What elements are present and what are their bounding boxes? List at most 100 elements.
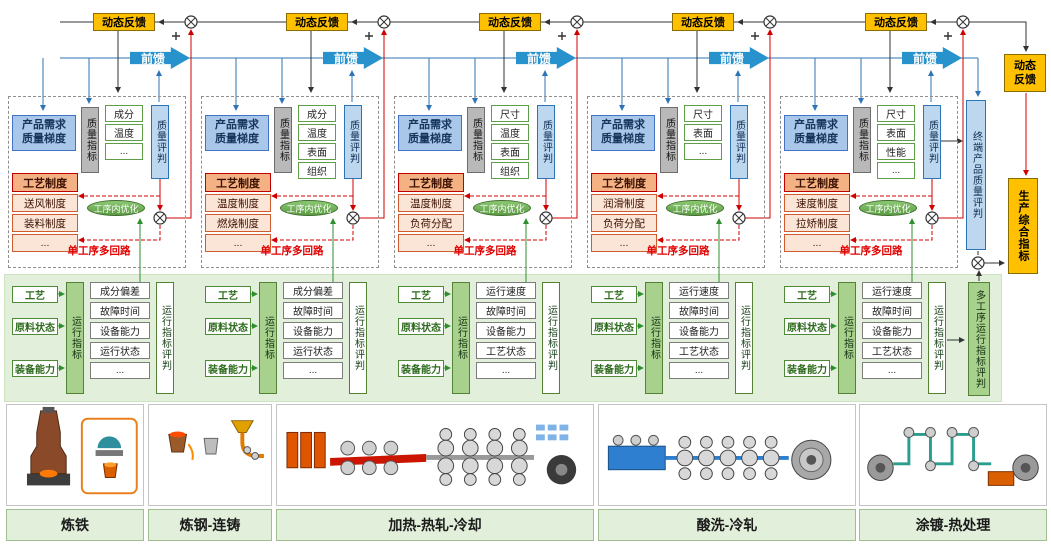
dynamic-feedback-box: 动态反馈 [93,13,155,31]
demand-line: 产品需求 [601,119,645,132]
run-indicator-box: 运行指标 [66,282,84,394]
dynamic-feedback-box: 动态反馈 [286,13,348,31]
product-demand-box: 产品需求 质量梯度 [398,115,462,151]
quality-param: 温度 [105,124,143,141]
stage-cold-rolling: 动态反馈 前馈 产品需求 质量梯度 质量指标 尺寸 表面 ... 质量评判 工艺… [587,0,780,546]
quality-param: 尺寸 [877,105,915,122]
process-rule: 燃烧制度 [205,214,271,232]
material-state-label: 原料状态 [205,318,251,335]
run-indicator-box: 运行指标 [645,282,663,394]
product-demand-box: 产品需求 质量梯度 [784,115,848,151]
process-system-box: 工艺制度 [12,173,78,192]
quality-indicator-box: 质量指标 [274,107,292,173]
feedforward-label: 前馈 [912,51,937,66]
quality-eval-box: 质量评判 [537,105,555,179]
process-rule: ... [205,234,271,252]
operation-indicator-group: 工艺 原料状态 装备能力 运行指标 成分偏差 故障时间 设备能力 运行状态 ..… [201,274,394,402]
craft-label: 工艺 [205,286,251,303]
run-metric: ... [669,362,729,379]
section-label-coating: 涂镀-热处理 [859,509,1047,541]
product-demand-box: 产品需求 质量梯度 [12,115,76,151]
craft-label: 工艺 [12,286,58,303]
material-state-label: 原料状态 [784,318,830,335]
process-rule: ... [784,234,850,252]
quality-param: 表面 [684,124,722,141]
process-system-box: 工艺制度 [398,173,464,192]
illustration-cell-coating [859,404,1047,506]
demand-line: 产品需求 [22,119,66,132]
demand-line: 产品需求 [794,119,838,132]
quality-control-box: 产品需求 质量梯度 质量指标 尺寸 表面 性能 ... 质量评判 工艺制度 速度… [780,96,958,268]
run-metric: ... [283,362,343,379]
quality-eval-box: 质量评判 [151,105,169,179]
run-indicator-box: 运行指标 [838,282,856,394]
quality-param: 成分 [298,105,336,122]
operation-indicator-group: 工艺 原料状态 装备能力 运行指标 成分偏差 故障时间 设备能力 运行状态 ..… [8,274,201,402]
craft-label: 工艺 [591,286,637,303]
quality-param: 尺寸 [491,105,529,122]
dynamic-feedback-box-right: 动态反馈 [1004,54,1046,92]
run-metric: 设备能力 [90,322,150,339]
process-system-box: 工艺制度 [205,173,271,192]
production-index-box: 生产综合指标 [1008,178,1038,274]
run-eval-box: 运行指标评判 [542,282,560,394]
illustration-cell-cold-rolling [598,404,856,506]
section-label-hot-rolling: 加热-热轧-冷却 [276,509,594,541]
demand-line: 质量梯度 [601,133,645,145]
run-metric: 运行速度 [669,282,729,299]
single-process-loops-label: 单工序多回路 [260,245,324,257]
run-metric: 设备能力 [476,322,536,339]
equipment-capability-label: 装备能力 [591,360,637,377]
quality-eval-box: 质量评判 [344,105,362,179]
quality-control-box: 产品需求 质量梯度 质量指标 成分 温度 ... 质量评判 工艺制度 送风制度 … [8,96,186,268]
run-metric: 故障时间 [283,302,343,319]
cold-rolling-illustration [607,434,832,480]
product-demand-box: 产品需求 质量梯度 [205,115,269,151]
demand-line: 质量梯度 [794,133,838,145]
process-rule: ... [12,234,78,252]
equipment-capability-label: 装备能力 [398,360,444,377]
illustration-cell-hot-rolling [276,404,594,506]
in-process-optimization-ellipse: 工序内优化 [280,200,338,216]
demand-line: 质量梯度 [408,133,452,145]
run-metric: ... [90,362,150,379]
single-process-loops-label: 单工序多回路 [646,245,710,257]
run-metric: 故障时间 [90,302,150,319]
process-system-box: 工艺制度 [591,173,657,192]
run-metric: 运行速度 [476,282,536,299]
run-eval-box: 运行指标评判 [928,282,946,394]
feedforward-label: 前馈 [333,51,358,66]
terminal-quality-eval-box: 终端产品质量评判 [966,100,986,250]
process-rule: ... [591,234,657,252]
quality-param: ... [684,143,722,160]
material-state-label: 原料状态 [398,318,444,335]
run-metric: 运行状态 [90,342,150,359]
demand-line: 产品需求 [215,119,259,132]
stage-steelmaking-casting: 动态反馈 前馈 产品需求 质量梯度 质量指标 成分 温度 表面 组织 质量评判 … [201,0,394,546]
multi-process-run-eval-box: 多工序运行指标评判 [968,282,990,396]
run-metric: 工艺状态 [669,342,729,359]
quality-param: 性能 [877,143,915,160]
quality-param: ... [105,143,143,160]
stage-hot-rolling: 动态反馈 前馈 产品需求 质量梯度 质量指标 尺寸 温度 表面 组织 质量评判 … [394,0,587,546]
feedforward-arrow: 前馈 [709,47,769,69]
material-state-label: 原料状态 [591,318,637,335]
demand-line: 产品需求 [408,119,452,132]
illustration-cell-steelmaking [148,404,272,506]
process-rule: 拉矫制度 [784,214,850,232]
illustration-cell-ironmaking [6,404,144,506]
single-process-loops-label: 单工序多回路 [453,245,517,257]
run-metric: 工艺状态 [862,342,922,359]
quality-control-box: 产品需求 质量梯度 质量指标 尺寸 温度 表面 组织 质量评判 工艺制度 温度制… [394,96,572,268]
process-rule: 负荷分配 [591,214,657,232]
run-indicator-box: 运行指标 [259,282,277,394]
process-rule: 温度制度 [398,194,464,212]
equipment-capability-label: 装备能力 [205,360,251,377]
quality-indicator-box: 质量指标 [467,107,485,173]
quality-param: 成分 [105,105,143,122]
in-process-optimization-ellipse: 工序内优化 [473,200,531,216]
feedforward-arrow: 前馈 [130,47,190,69]
run-metric: 运行状态 [283,342,343,359]
quality-control-box: 产品需求 质量梯度 质量指标 成分 温度 表面 组织 质量评判 工艺制度 温度制… [201,96,379,268]
run-eval-box: 运行指标评判 [156,282,174,394]
